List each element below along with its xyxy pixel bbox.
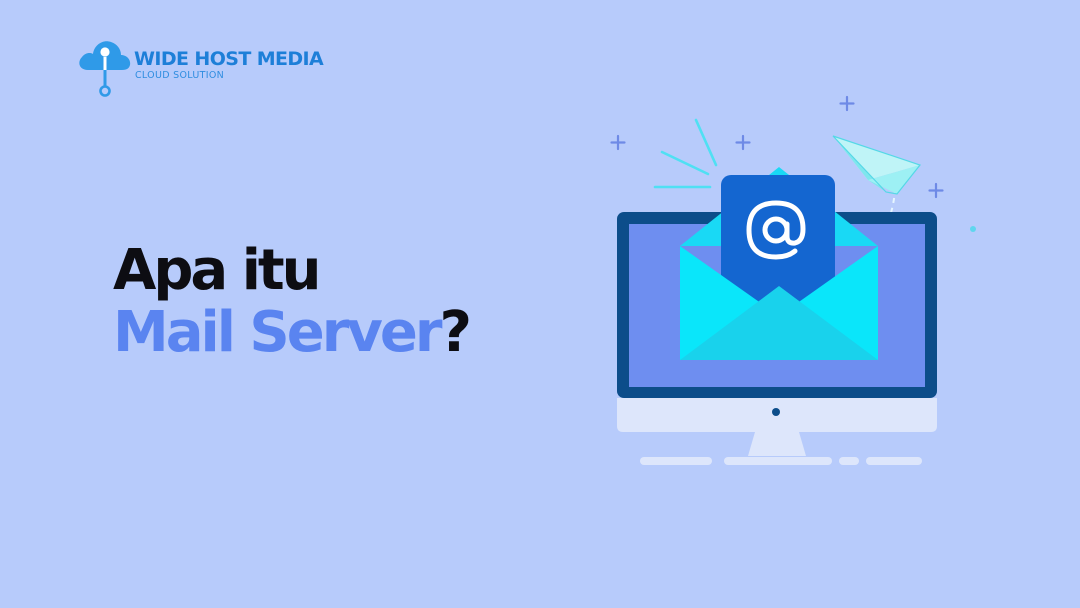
title-line-2-text: Mail Server <box>113 300 442 365</box>
envelope-icon <box>680 167 878 360</box>
mail-illustration <box>610 95 976 465</box>
at-sign-icon <box>746 200 806 260</box>
motion-lines <box>653 118 718 189</box>
brand-logo[interactable]: WIDE HOST MEDIA CLOUD SOLUTION <box>76 36 324 100</box>
cloud-logo-icon <box>79 41 131 97</box>
title-line-2: Mail Server? <box>113 300 472 365</box>
brand-tagline: CLOUD SOLUTION <box>135 70 225 81</box>
paper-plane-icon <box>832 135 922 195</box>
page-title: Apa itu Mail Server? <box>113 238 472 365</box>
question-mark: ? <box>439 300 472 365</box>
sparkle-icon <box>610 95 944 199</box>
brand-name: WIDE HOST MEDIA <box>134 48 324 70</box>
title-line-1: Apa itu <box>113 238 322 303</box>
